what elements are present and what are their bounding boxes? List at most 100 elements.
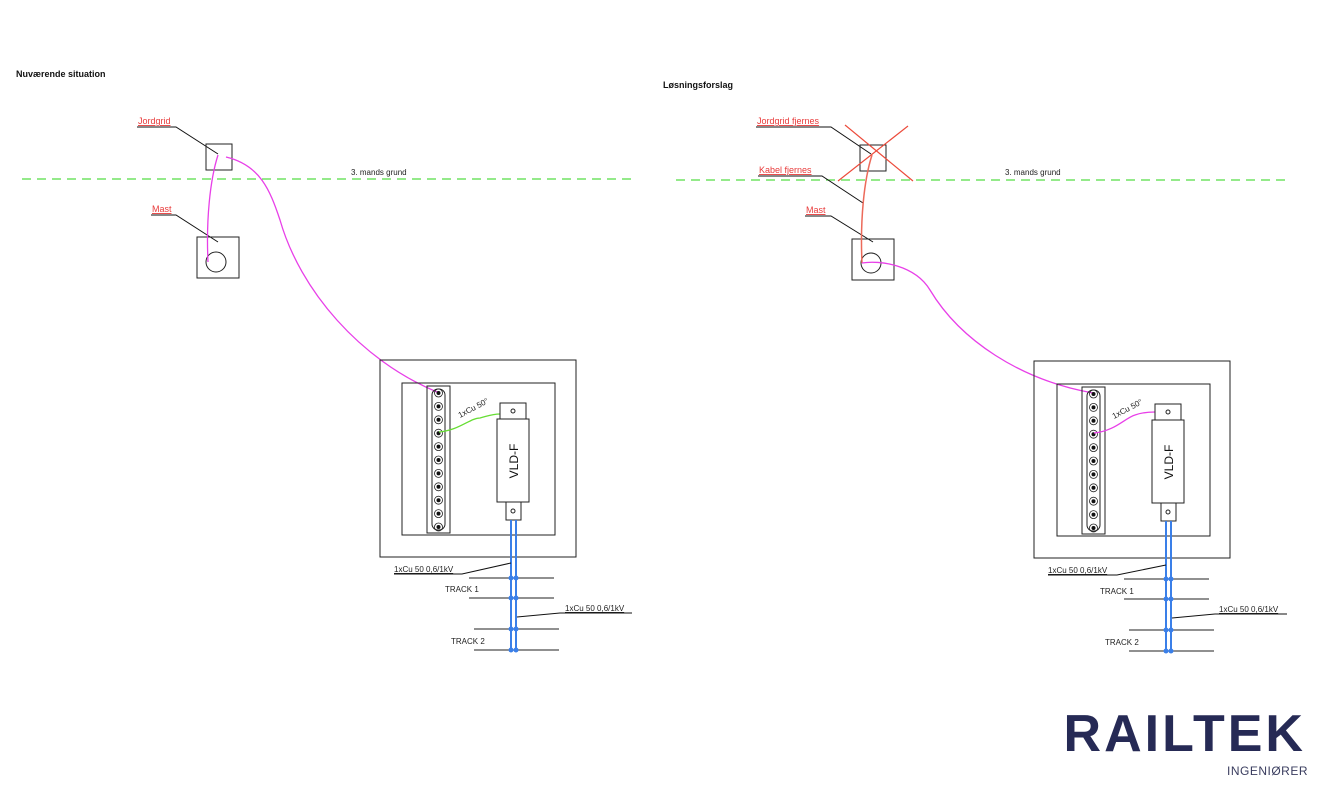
cable-removed-label: Kabel fjernes [759,165,812,175]
terminal-screw-head [436,484,441,489]
vld-f-label: VLD-F [507,444,521,479]
railtek-logo: RAILTEK INGENIØRER [1020,708,1320,788]
jordgrid-label: Jordgrid [138,116,171,126]
terminal-screw [1089,389,1098,399]
terminal-screw [434,415,443,425]
terminal-screw-head [1091,485,1096,490]
track1-label: TRACK 1 [445,585,479,594]
mast-box [851,238,895,281]
removed-cable [860,154,873,264]
cabinet-inner [1056,383,1211,537]
terminal-screw [434,401,443,411]
terminal-strip [1081,386,1106,535]
jumper-cable [438,413,501,433]
mast-earth-cable [206,154,219,263]
jordgrid-removed-label: Jordgrid fjernes [757,116,820,126]
terminal-screw-head [436,404,441,409]
terminal-screw [434,428,443,438]
remove-cross-icon [837,125,909,182]
rail-bond-point [508,647,514,653]
rail-bond-point [1168,627,1174,633]
cable-removed-leader [758,175,864,204]
terminal-screw-head [1091,459,1096,463]
terminal-screw [434,495,443,505]
rail-bond-point [1168,576,1174,582]
rail-bond-point [513,626,519,632]
terminal-screw [1089,510,1098,519]
terminal-screw [434,388,443,398]
rail-bond-point [508,575,514,581]
terminal-strip-rail [426,385,451,534]
terminal-screw-head [436,525,441,529]
track1-label: TRACK 1 [1100,587,1134,596]
terminal-screw [1089,402,1098,412]
right-panel: Løsningsforslag 3. mands grund Jordgrid … [663,80,1288,653]
vld-bottom-terminal [505,501,522,521]
terminal-screw [1089,416,1098,426]
rail-bond-point [513,595,519,601]
track2-label: TRACK 2 [451,637,485,646]
cabinet-outer [1033,360,1231,559]
rail-bond-point [508,595,514,601]
mast-leader [151,214,219,243]
terminal-screw-head [1091,445,1096,450]
mast-label: Mast [152,204,172,214]
rail-bond-point [1163,627,1169,633]
cable-leader-mid [516,612,632,618]
terminal-screw-head [1091,472,1096,477]
cable-leader-top [394,562,512,575]
terminal-screw [434,482,443,492]
terminal-screw-head [436,417,441,422]
rail-bond-point [513,647,519,653]
rail-bond-point [513,575,519,581]
terminal-screw [434,455,443,465]
vld-top-terminal [1154,403,1182,421]
logo-subtitle: INGENIØRER [1226,764,1308,778]
left-panel: Nuværende situation 3. mands grund Jordg… [16,69,634,652]
vld-top-terminal [499,402,527,420]
cable-label-mid: 1xCu 50 0,6/1kV [565,604,625,613]
logo-wordmark: RAILTEK [1063,705,1306,763]
boundary-label: 3. mands grund [1005,168,1061,177]
cabinet-outer [379,359,577,558]
remove-cross-icon [844,124,914,182]
vld-f-label: VLD-F [1162,445,1176,480]
terminal-screw [434,468,443,478]
cabinet-inner [401,382,556,536]
terminal-screw-head [1091,418,1096,423]
terminal-screw-head [1091,512,1096,517]
terminal-screw [1089,496,1098,506]
mast-leader [805,215,874,243]
vld-top-bolt [510,408,516,414]
terminal-screw [1089,469,1098,479]
terminal-screw-head [436,444,441,449]
rail-bond-point [1168,648,1174,654]
rail-bond-point [1163,576,1169,582]
jordgrid-earth-cable [225,156,438,393]
terminal-screw [434,522,443,532]
vld-bottom-terminal [1160,502,1177,522]
jumper-label: 1xCu 50° [1111,397,1144,420]
cable-label-top: 1xCu 50 0,6/1kV [1048,566,1108,575]
terminal-screw-head [436,458,441,462]
terminal-screw [434,442,443,452]
right-heading: Løsningsforslag [663,80,733,90]
terminal-strip-rail [1081,386,1106,535]
cable-label-top: 1xCu 50 0,6/1kV [394,565,454,574]
mast-box [196,236,240,279]
cable-leader-mid [1171,613,1287,619]
cable-leader-top [1048,564,1167,576]
terminal-screw [1089,443,1098,453]
rail-bond-point [1168,596,1174,602]
terminal-screw-head [436,471,441,476]
rail-bond-point [1163,648,1169,654]
terminal-screw-head [436,391,441,395]
terminal-screw-head [436,511,441,516]
terminal-screw [434,509,443,518]
terminal-screw-head [1091,499,1096,504]
mast-earth-cable [861,261,1094,394]
rail-bond-point [508,626,514,632]
terminal-screw-head [436,498,441,503]
left-heading: Nuværende situation [16,69,106,79]
